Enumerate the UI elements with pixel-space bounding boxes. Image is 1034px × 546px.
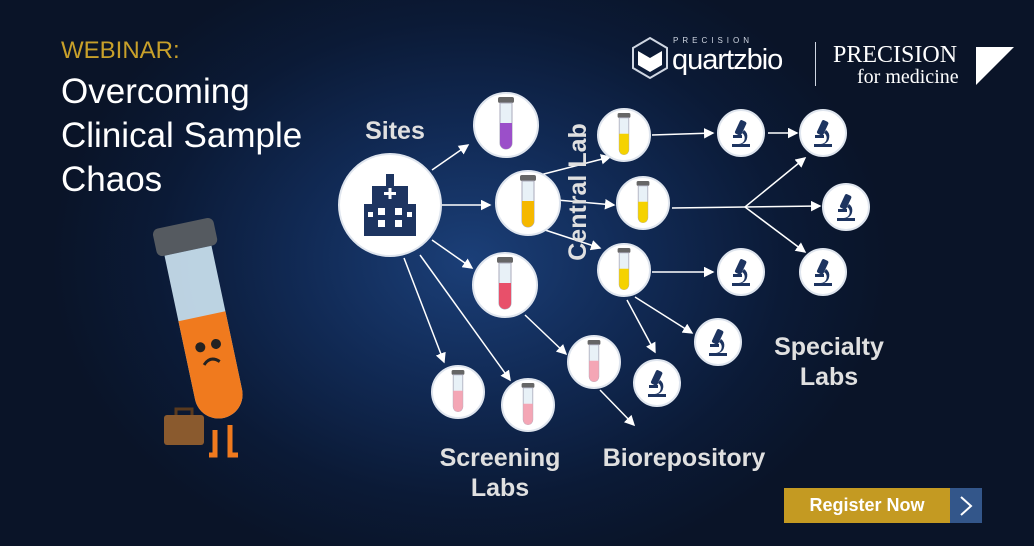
microscope-icon bbox=[814, 120, 832, 147]
central-lab-label: Central Lab bbox=[564, 123, 592, 261]
microscope-icon bbox=[732, 259, 750, 286]
microscope-node bbox=[694, 318, 742, 366]
logo-precision-small: PRECISION bbox=[673, 36, 754, 45]
register-now-label: Register Now bbox=[784, 488, 950, 523]
tube-screening-2-node bbox=[501, 378, 555, 432]
microscope-node bbox=[799, 109, 847, 157]
tube-central-3-node bbox=[597, 243, 651, 297]
hospital-icon bbox=[364, 174, 416, 236]
microscope-icon bbox=[732, 120, 750, 147]
test-tube-icon bbox=[521, 382, 535, 425]
logo-precision: PRECISION bbox=[833, 42, 958, 68]
microscope-icon bbox=[648, 370, 666, 397]
test-tube-icon bbox=[617, 247, 631, 290]
register-now-button[interactable]: Register Now bbox=[784, 488, 982, 523]
biorepository-label: Biorepository bbox=[602, 444, 766, 472]
microscope-icon bbox=[837, 194, 855, 221]
microscope-node bbox=[822, 183, 870, 231]
test-tube-icon bbox=[451, 369, 465, 412]
test-tube-mascot-icon bbox=[150, 215, 270, 470]
tube-central-2-node bbox=[616, 176, 670, 230]
sites-label: Sites bbox=[365, 117, 425, 145]
precision-triangle-icon bbox=[976, 47, 1014, 90]
sites-node bbox=[338, 153, 442, 257]
microscope-icon bbox=[709, 329, 727, 356]
tube-red-node bbox=[472, 252, 538, 318]
microscope-node bbox=[717, 248, 765, 296]
chevron-right-icon bbox=[950, 488, 982, 523]
test-tube-icon bbox=[497, 257, 513, 310]
screening-labs-label: Screening Labs bbox=[439, 444, 561, 502]
eyebrow: WEBINAR: bbox=[61, 37, 180, 64]
test-tube-icon bbox=[520, 175, 536, 228]
tube-biorepository-node bbox=[567, 335, 621, 389]
logo-for-medicine: for medicine bbox=[857, 66, 959, 88]
tube-central-1-node bbox=[597, 108, 651, 162]
specialty-labs-label: Specialty Labs bbox=[774, 333, 884, 391]
microscope-node bbox=[799, 248, 847, 296]
logo-divider bbox=[815, 42, 816, 86]
tube-yellow-node bbox=[495, 170, 561, 236]
tube-purple-node bbox=[473, 92, 539, 158]
quartzbio-logo-icon bbox=[630, 36, 670, 80]
test-tube-icon bbox=[587, 339, 601, 382]
logo-quartzbio: quartzbio bbox=[672, 44, 783, 76]
page-title: Overcoming Clinical Sample Chaos bbox=[61, 72, 303, 199]
tube-screening-1-node bbox=[431, 365, 485, 419]
microscope-node bbox=[717, 109, 765, 157]
microscope-icon bbox=[814, 259, 832, 286]
test-tube-icon bbox=[636, 180, 650, 223]
microscope-node bbox=[633, 359, 681, 407]
test-tube-icon bbox=[617, 112, 631, 155]
test-tube-icon bbox=[498, 97, 514, 150]
